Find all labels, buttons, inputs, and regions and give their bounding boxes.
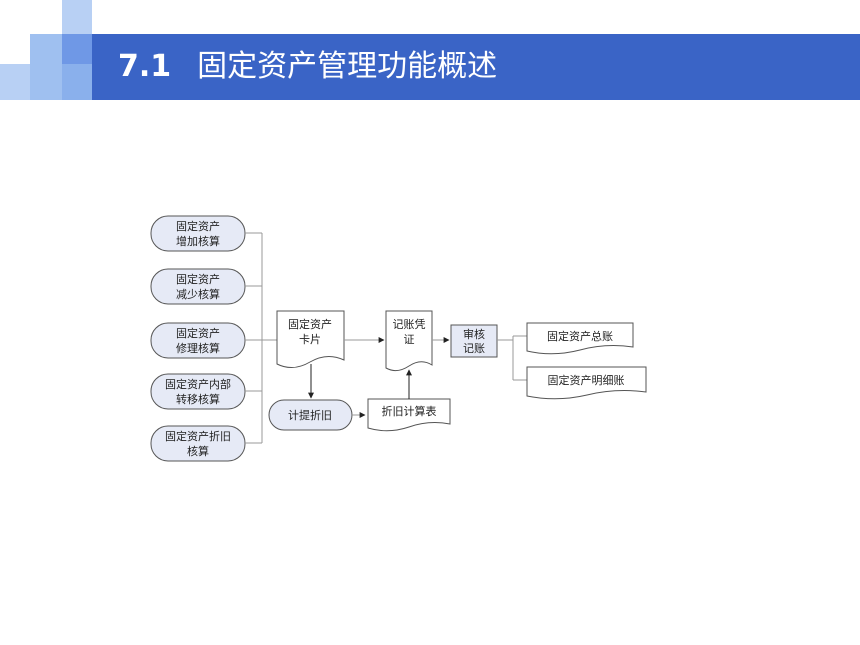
section-title: 固定资产管理功能概述 bbox=[197, 49, 498, 84]
card-document-line1: 固定资产 bbox=[288, 317, 332, 331]
input-node-repair-line2: 修理核算 bbox=[176, 341, 220, 355]
card-document: 固定资产 卡片 bbox=[276, 310, 345, 368]
general-ledger-document: 固定资产总账 bbox=[526, 322, 634, 355]
input-node-increase-line2: 增加核算 bbox=[176, 234, 220, 248]
voucher-document: 记账凭 证 bbox=[385, 310, 433, 372]
decor-square-left bbox=[0, 64, 30, 100]
input-node-depreciation-line1: 固定资产折旧 bbox=[165, 429, 231, 443]
title-bar bbox=[92, 34, 860, 100]
input-node-repair-line1: 固定资产 bbox=[176, 326, 220, 340]
input-bracket bbox=[245, 232, 277, 444]
voucher-document-line2: 证 bbox=[404, 333, 415, 346]
input-node-depreciation: 固定资产折旧 核算 bbox=[150, 425, 246, 462]
review-box: 审核 记账 bbox=[450, 324, 498, 358]
depreciation-table-document: 折旧计算表 bbox=[367, 398, 451, 432]
section-number: 7.1 bbox=[118, 49, 172, 84]
detail-ledger-document: 固定资产明细账 bbox=[526, 366, 647, 400]
decor-square-light bbox=[30, 34, 62, 64]
input-node-decrease-line2: 减少核算 bbox=[176, 287, 220, 301]
decor-square-bottom bbox=[30, 64, 62, 100]
voucher-document-line1: 记账凭 bbox=[393, 317, 426, 331]
page-title: 7.1 固定资产管理功能概述 bbox=[118, 34, 497, 100]
card-document-line2: 卡片 bbox=[299, 333, 321, 346]
input-node-increase-line1: 固定资产 bbox=[176, 219, 220, 233]
decor-square-top bbox=[62, 0, 92, 34]
general-ledger-label: 固定资产总账 bbox=[547, 329, 613, 343]
input-node-transfer-line1: 固定资产内部 bbox=[165, 377, 231, 391]
review-box-line2: 记账 bbox=[463, 342, 485, 355]
input-node-depreciation-line2: 核算 bbox=[187, 444, 209, 458]
input-node-transfer-line2: 转移核算 bbox=[176, 392, 220, 406]
input-node-increase: 固定资产 增加核算 bbox=[150, 215, 246, 252]
input-node-repair: 固定资产 修理核算 bbox=[150, 322, 246, 359]
depreciation-calc-label: 计提折旧 bbox=[288, 408, 332, 422]
detail-ledger-label: 固定资产明细账 bbox=[548, 373, 625, 387]
depreciation-table-label: 折旧计算表 bbox=[382, 404, 437, 418]
decor-square-mid bbox=[62, 34, 92, 64]
decor-square-bottom-right bbox=[62, 64, 92, 100]
input-node-decrease: 固定资产 减少核算 bbox=[150, 268, 246, 305]
input-node-decrease-line1: 固定资产 bbox=[176, 272, 220, 286]
review-box-line1: 审核 bbox=[463, 327, 485, 341]
depreciation-calc-node: 计提折旧 bbox=[268, 399, 353, 431]
ledger-bracket bbox=[497, 335, 527, 381]
input-node-transfer: 固定资产内部 转移核算 bbox=[150, 373, 246, 410]
